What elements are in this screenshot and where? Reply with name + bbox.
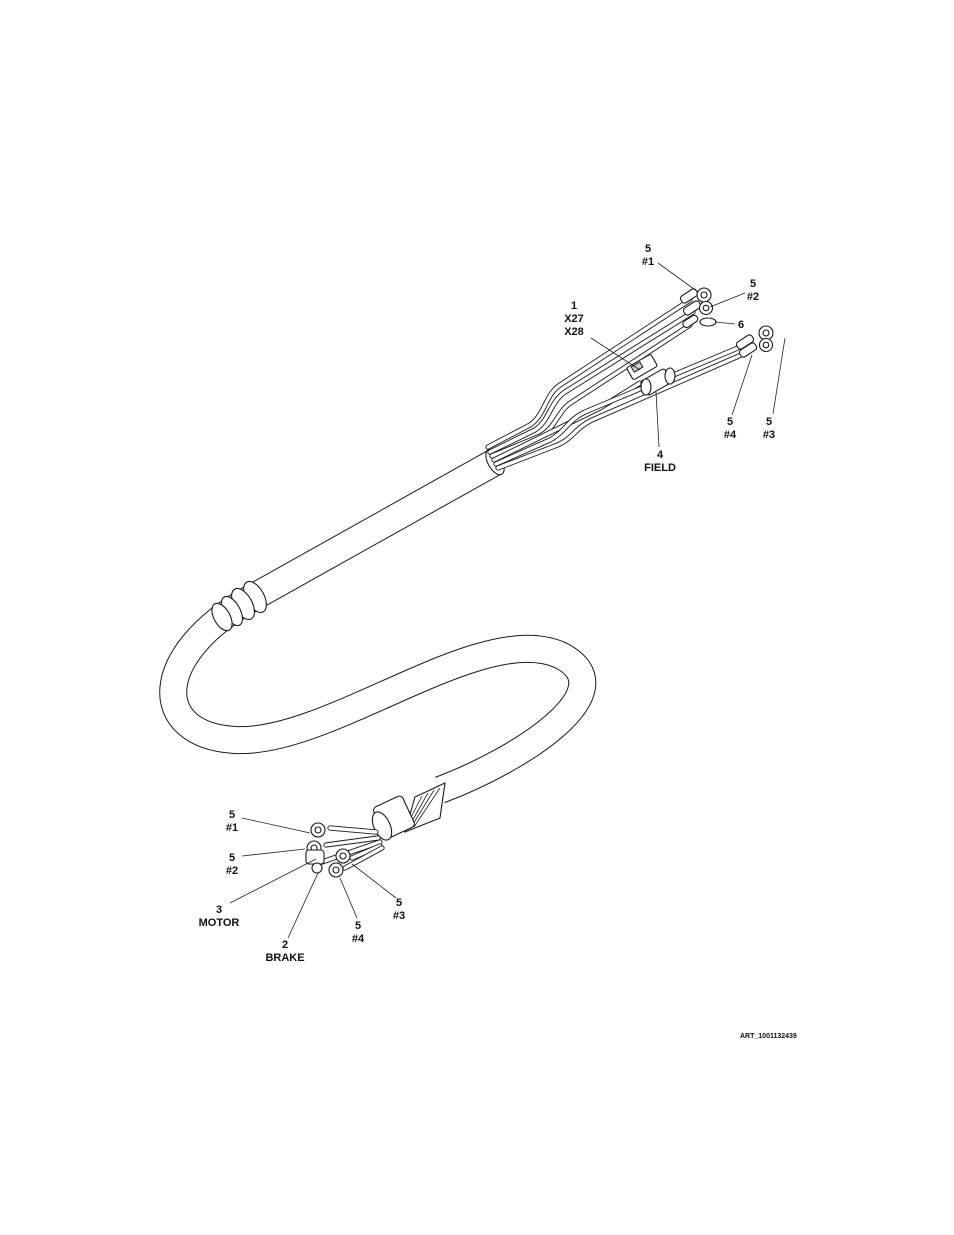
callout-label: MOTOR	[199, 917, 240, 929]
cable-collar	[211, 580, 267, 632]
callout-label: #1	[642, 256, 654, 268]
bottom-motor-terminal	[305, 849, 325, 865]
top-terminal-1	[679, 287, 712, 304]
callout-top-5-1: 5 #1	[642, 243, 654, 268]
art-id-label: ART_1001132439	[740, 1033, 797, 1040]
top-wire-breakout	[485, 297, 751, 471]
callout-bottom-5-2: 5 #2	[226, 852, 238, 877]
callout-label: #4	[724, 429, 737, 441]
top-terminal-3	[735, 325, 774, 350]
callout-label-2: X28	[564, 326, 584, 338]
callout-bottom-5-3: 5 #3	[393, 897, 405, 922]
callout-bottom-5-4: 5 #4	[352, 920, 365, 945]
bottom-terminal-1	[310, 822, 326, 838]
bottom-wire-breakout	[319, 825, 385, 871]
callout-number: 5	[750, 278, 756, 290]
callout-number: 3	[216, 904, 222, 916]
callout-number: 5	[229, 809, 235, 821]
callout-top-1: 1 X27 X28	[564, 300, 584, 338]
callout-number: 6	[738, 319, 744, 331]
callout-number: 5	[727, 416, 733, 428]
callout-top-5-3: 5 #3	[763, 416, 775, 441]
leader-lines	[229, 262, 786, 939]
top-terminal-2	[682, 300, 714, 316]
callout-label: BRAKE	[265, 952, 304, 964]
callout-top-6: 6	[738, 319, 744, 331]
bottom-connector-body	[371, 795, 415, 841]
callout-brake-2: 2 BRAKE	[265, 939, 304, 964]
bottom-terminal-4	[328, 862, 344, 878]
callout-number: 5	[229, 852, 235, 864]
callout-bottom-5-1: 5 #1	[226, 809, 238, 834]
callout-label: #2	[747, 291, 759, 303]
main-cable	[159, 449, 597, 804]
callout-number: 4	[657, 449, 664, 461]
callout-motor-3: 3 MOTOR	[199, 904, 240, 929]
field-connector	[640, 367, 676, 396]
callout-label: #1	[226, 822, 238, 834]
callout-number: 2	[282, 939, 288, 951]
callout-number: 5	[645, 243, 651, 255]
callout-top-5-4: 5 #4	[724, 416, 737, 441]
callout-top-5-2: 5 #2	[747, 278, 759, 303]
callout-number: 5	[396, 897, 402, 909]
bottom-brake-terminal	[311, 862, 323, 874]
callout-label: #3	[763, 429, 775, 441]
callout-label: #3	[393, 910, 405, 922]
bottom-terminal-3	[335, 848, 351, 864]
callout-label: #4	[352, 933, 365, 945]
connector-x27-x28	[626, 354, 658, 380]
callout-number: 5	[766, 416, 772, 428]
callout-label: #2	[226, 865, 238, 877]
callout-number: 1	[571, 300, 577, 312]
callout-label: X27	[564, 313, 584, 325]
callout-number: 5	[355, 920, 361, 932]
callout-field-4: 4 FIELD	[644, 449, 676, 474]
top-terminal-4	[738, 337, 774, 358]
callout-label: FIELD	[644, 462, 676, 474]
